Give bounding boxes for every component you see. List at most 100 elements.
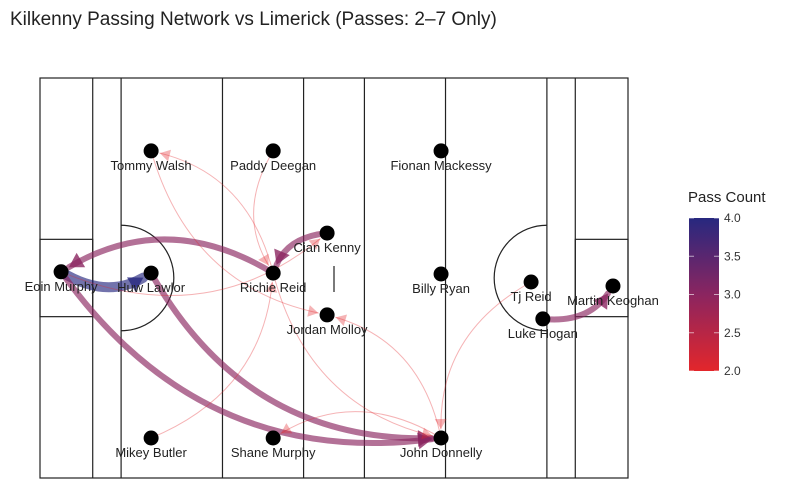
pass-arrowhead — [421, 427, 433, 440]
pass-line — [253, 150, 274, 266]
player-label: Eoin Murphy — [25, 279, 98, 294]
player-node: Huw Lawlor — [117, 265, 186, 295]
player-dot — [319, 307, 335, 323]
pass-line — [60, 238, 321, 297]
player-node: John Donnelly — [400, 430, 483, 460]
legend-tick-label: 2.5 — [724, 326, 741, 340]
player-nodes: Eoin Murphy Huw Lawlor Tommy Walsh Paddy De… — [25, 143, 659, 460]
pass-line — [150, 150, 319, 314]
pass-arrowhead — [307, 305, 319, 317]
pass-edges — [56, 149, 611, 450]
pass-arrowhead — [127, 277, 144, 292]
pass-arrowhead — [159, 149, 172, 162]
player-node: Tommy Walsh — [111, 143, 192, 173]
pass-edge — [434, 281, 532, 430]
pass-edge — [148, 270, 436, 447]
pass-line — [58, 268, 436, 447]
player-dot — [143, 143, 159, 159]
legend-tick-label: 4.0 — [724, 211, 741, 225]
pass-arrowhead — [274, 248, 290, 265]
player-label: Paddy Deegan — [230, 158, 316, 173]
player-dot — [433, 143, 449, 159]
player-node: Mikey Butler — [115, 430, 188, 460]
chart-title: Kilkenny Passing Network vs Limerick (Pa… — [10, 9, 497, 30]
pass-arrowhead — [417, 430, 433, 447]
pass-arrowhead — [68, 252, 86, 268]
player-label: Billy Ryan — [412, 281, 470, 296]
player-label: Huw Lawlor — [117, 280, 186, 295]
pass-arrowhead — [308, 238, 321, 250]
player-label: Martin Keoghan — [567, 293, 659, 308]
pass-arrowhead — [335, 314, 348, 326]
player-node: Eoin Murphy — [25, 264, 98, 294]
pass-edge — [60, 238, 321, 297]
player-label: Mikey Butler — [115, 445, 187, 460]
pass-arrowhead — [593, 293, 608, 310]
legend-title: Pass Count — [688, 189, 766, 206]
pass-edge — [272, 272, 433, 440]
pass-edge — [539, 290, 611, 323]
legend-tick-label: 2.0 — [724, 364, 741, 378]
pass-line — [272, 272, 433, 437]
pass-edge — [159, 149, 274, 274]
pass-edge — [150, 281, 278, 439]
player-dot — [605, 278, 621, 294]
pass-line — [159, 152, 274, 274]
player-dot — [265, 143, 281, 159]
player-dot — [535, 311, 551, 327]
pass-arrowhead — [265, 282, 278, 293]
player-dot — [265, 430, 281, 446]
pass-arrowhead — [434, 418, 447, 430]
arc-left — [121, 224, 175, 332]
arc-right — [493, 224, 547, 332]
player-dot — [143, 430, 159, 446]
player-node: Martin Keoghan — [567, 278, 659, 308]
small-box-left — [39, 238, 94, 318]
player-label: John Donnelly — [400, 445, 483, 460]
player-dot — [433, 266, 449, 282]
player-node: Jordan Molloy — [287, 307, 368, 337]
pass-arrowhead — [280, 423, 293, 434]
legend-tick-label: 3.0 — [724, 288, 741, 302]
pass-edge — [58, 268, 436, 450]
player-label: Jordan Molloy — [287, 322, 368, 337]
player-label: Luke Hogan — [508, 326, 578, 341]
player-dot — [433, 430, 449, 446]
legend: Pass Count 4.0 3.5 3.0 2.5 2.0 — [688, 189, 766, 378]
pass-line — [335, 316, 442, 439]
player-node: Shane Murphy — [231, 430, 316, 460]
pass-line — [65, 236, 277, 277]
player-label: Richie Reid — [240, 280, 306, 295]
pass-edge — [253, 150, 274, 266]
player-dot — [265, 265, 281, 281]
player-node: Paddy Deegan — [230, 143, 316, 173]
small-box-right — [574, 238, 629, 318]
player-node: Richie Reid — [240, 265, 306, 295]
pass-edge — [56, 266, 149, 293]
player-label: Tommy Walsh — [111, 158, 192, 173]
pass-line — [148, 270, 436, 442]
pass-edge — [280, 411, 442, 439]
player-label: Shane Murphy — [231, 445, 316, 460]
player-label: Tj Reid — [510, 289, 551, 304]
player-node: Cian Kenny — [293, 225, 361, 255]
player-dot — [319, 225, 335, 241]
player-label: Fionan Mackessy — [390, 158, 492, 173]
pass-line — [440, 281, 532, 430]
player-node: Tj Reid — [510, 274, 552, 304]
player-dot — [523, 274, 539, 290]
player-node: Fionan Mackessy — [390, 143, 492, 173]
legend-tick-label: 3.5 — [724, 249, 741, 263]
pass-edge — [65, 236, 277, 277]
pass-edge — [335, 314, 442, 439]
pass-line — [150, 281, 273, 439]
pitch — [39, 77, 629, 479]
player-label: Cian Kenny — [293, 240, 361, 255]
player-dot — [53, 264, 69, 280]
pass-line — [280, 411, 442, 439]
player-node: Billy Ryan — [412, 266, 470, 296]
player-node: Luke Hogan — [508, 311, 578, 341]
pass-edge — [150, 150, 319, 317]
pass-arrowhead — [258, 253, 269, 266]
